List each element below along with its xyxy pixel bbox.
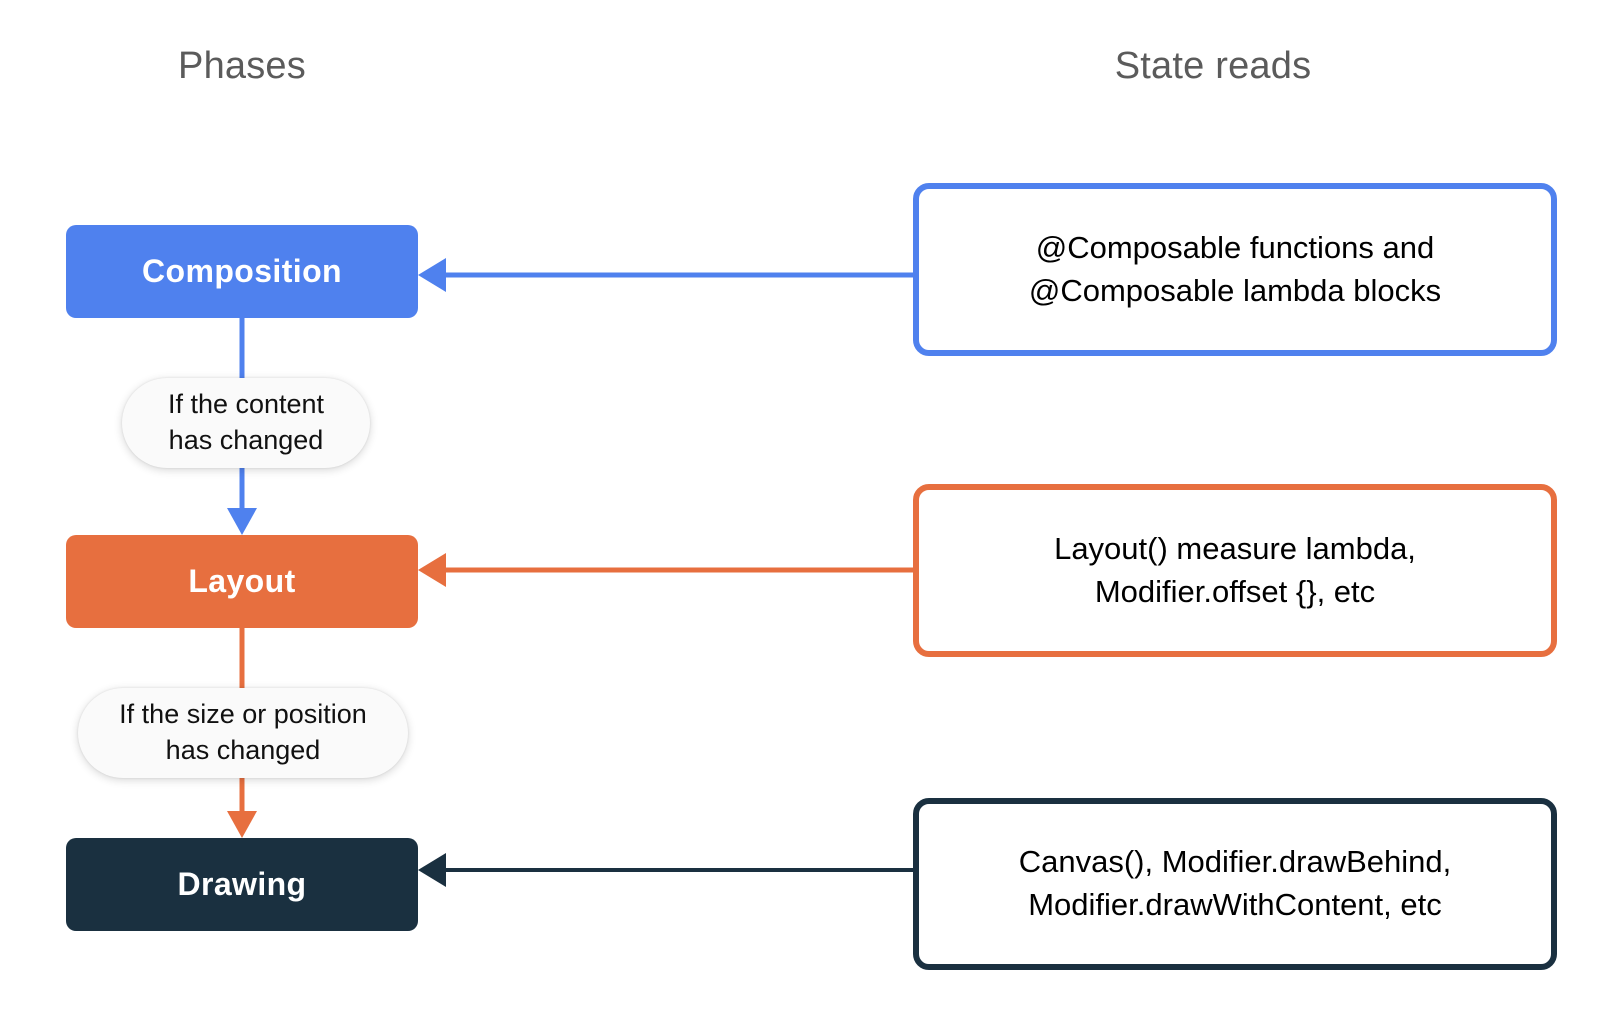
- condition-line-2: has changed: [165, 735, 321, 765]
- arrow-head-left-icon: [418, 853, 446, 887]
- phase-block-layout[interactable]: Layout: [66, 535, 418, 628]
- state-read-line-2: @Composable lambda blocks: [1028, 272, 1442, 308]
- condition-pill-size-or-position-changed: If the size or position has changed: [78, 688, 408, 778]
- phase-label: Composition: [142, 253, 342, 289]
- arrow-head-down-icon: [227, 508, 257, 535]
- condition-text: If the size or position has changed: [119, 697, 367, 769]
- state-read-line-1: @Composable functions and: [1035, 229, 1435, 265]
- state-read-text: Layout() measure lambda, Modifier.offset…: [1054, 528, 1416, 614]
- state-read-line-1: Layout() measure lambda,: [1054, 530, 1416, 566]
- arrow-shaft: [442, 272, 915, 278]
- condition-pill-content-changed: If the content has changed: [122, 378, 370, 468]
- phase-label: Drawing: [177, 866, 307, 902]
- condition-line-1: If the content: [167, 389, 325, 420]
- condition-text: If the content has changed: [168, 387, 324, 459]
- state-read-line-2: Modifier.drawWithContent, etc: [1028, 887, 1442, 922]
- state-read-text: @Composable functions and @Composable la…: [1029, 227, 1441, 313]
- arrow-shaft: [442, 567, 915, 573]
- state-read-line-2: Modifier.offset {}, etc: [1094, 573, 1376, 609]
- state-read-panel-drawing[interactable]: Canvas(), Modifier.drawBehind, Modifier.…: [913, 798, 1557, 970]
- phase-label: Layout: [188, 563, 296, 599]
- state-read-panel-composition[interactable]: @Composable functions and @Composable la…: [913, 183, 1557, 356]
- state-read-text: Canvas(), Modifier.drawBehind, Modifier.…: [1019, 841, 1451, 927]
- phase-block-composition[interactable]: Composition: [66, 225, 418, 318]
- arrow-shaft: [442, 868, 915, 872]
- condition-line-1: If the size or position: [119, 699, 367, 730]
- arrow-state-reads-to-layout: [418, 553, 915, 587]
- state-read-panel-layout[interactable]: Layout() measure lambda, Modifier.offset…: [913, 484, 1557, 657]
- state-read-line-1: Canvas(), Modifier.drawBehind,: [1018, 844, 1452, 880]
- column-header-phases: Phases: [178, 45, 306, 87]
- arrow-state-reads-to-drawing: [418, 853, 915, 887]
- arrow-head-left-icon: [418, 258, 446, 292]
- condition-line-2: has changed: [168, 425, 324, 455]
- arrow-head-left-icon: [418, 553, 446, 587]
- phase-block-drawing[interactable]: Drawing: [66, 838, 418, 931]
- arrow-head-down-icon: [227, 811, 257, 838]
- column-header-state-reads: State reads: [1114, 45, 1312, 87]
- arrow-state-reads-to-composition: [418, 258, 915, 292]
